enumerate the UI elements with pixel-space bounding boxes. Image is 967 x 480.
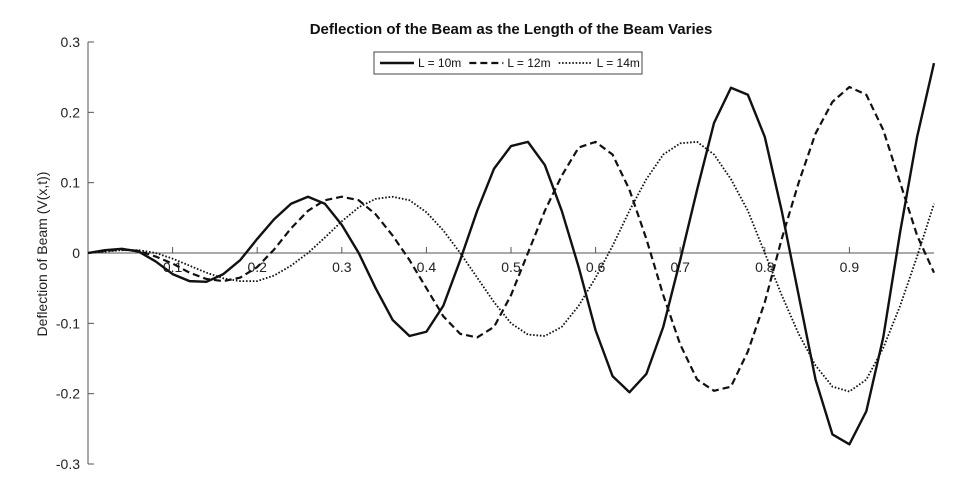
y-tick-label: -0.2 bbox=[56, 386, 80, 402]
x-tick-label: 0.8 bbox=[755, 259, 775, 275]
chart-title: Deflection of the Beam as the Length of … bbox=[310, 21, 713, 38]
legend-label-1: L = 10m bbox=[418, 56, 461, 70]
legend-box bbox=[373, 51, 643, 75]
x-tick-label: 0.9 bbox=[840, 259, 860, 275]
series-line-2 bbox=[87, 85, 936, 392]
x-tick-label: 0.5 bbox=[501, 259, 521, 275]
y-tick-label: -0.1 bbox=[56, 315, 80, 331]
y-tick-label: 0.3 bbox=[61, 34, 81, 50]
series-line-1 bbox=[87, 62, 936, 446]
legend-label-2: L = 12m bbox=[507, 56, 550, 70]
y-tick-label: 0 bbox=[72, 245, 80, 261]
legend: L = 10m L = 12m L = 14m bbox=[373, 51, 643, 75]
x-tick-label: 0.3 bbox=[332, 259, 352, 275]
y-tick-label: 0.1 bbox=[61, 175, 81, 191]
x-tick-label: 0.4 bbox=[417, 259, 437, 275]
x-tick-label: 0.7 bbox=[670, 259, 690, 275]
y-tick-label: 0.2 bbox=[61, 104, 81, 120]
x-tick-label: 0.6 bbox=[586, 259, 606, 275]
y-axis-label: Deflection of Beam (V(x,t)) bbox=[34, 172, 50, 337]
series-layer bbox=[87, 62, 936, 446]
legend-label-3: L = 14m bbox=[597, 56, 640, 70]
y-tick-label: -0.3 bbox=[56, 456, 80, 472]
